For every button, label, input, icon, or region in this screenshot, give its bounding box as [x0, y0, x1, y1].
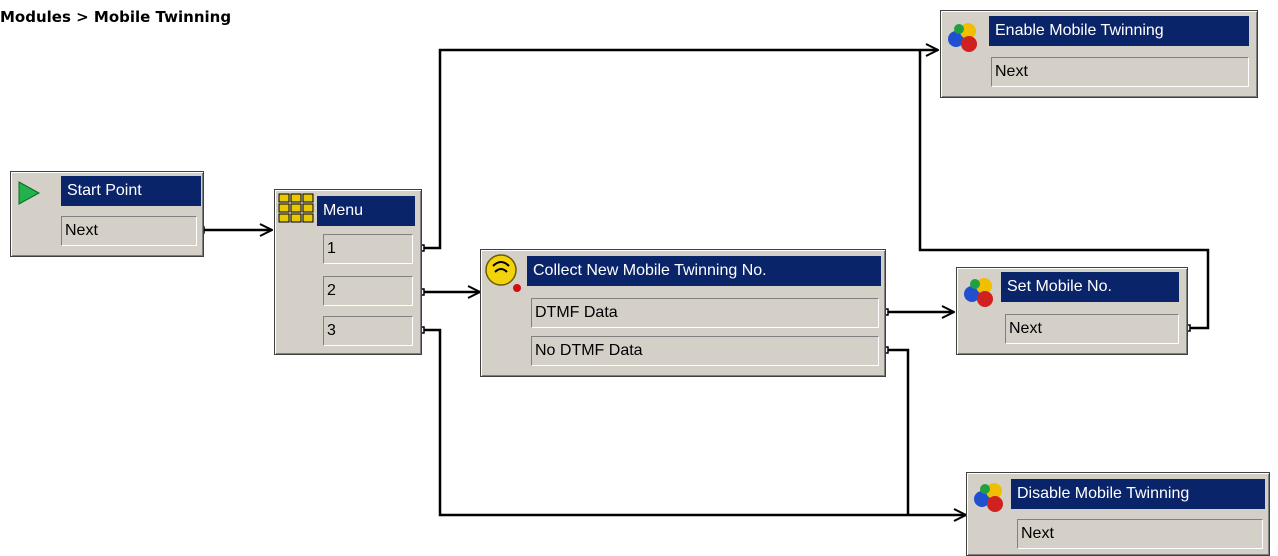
connector-nodtmf-disable	[888, 348, 910, 515]
node-menu[interactable]: Menu 1 2 3	[274, 189, 422, 355]
collect-digits-icon	[485, 254, 521, 292]
output-row[interactable]: 3	[323, 316, 413, 346]
node-title: Start Point	[61, 176, 201, 206]
output-row[interactable]: Next	[1017, 519, 1263, 549]
output-row[interactable]: 1	[323, 234, 413, 264]
output-row[interactable]: No DTMF Data	[531, 336, 879, 366]
output-row[interactable]: Next	[61, 216, 197, 246]
node-collect-digits[interactable]: Collect New Mobile Twinning No. DTMF Dat…	[480, 249, 886, 377]
output-row[interactable]: Next	[1005, 314, 1179, 344]
node-disable-mobile-twinning[interactable]: Disable Mobile Twinning Next	[966, 472, 1270, 556]
output-row[interactable]: DTMF Data	[531, 298, 879, 328]
node-set-mobile-no[interactable]: Set Mobile No. Next	[956, 267, 1188, 355]
node-title: Menu	[317, 196, 415, 226]
keypad-icon	[278, 193, 314, 223]
play-arrow-icon	[18, 181, 41, 205]
generic-action-icon	[974, 483, 1003, 512]
connector-menu1-enable	[424, 50, 938, 250]
node-title: Disable Mobile Twinning	[1011, 479, 1265, 509]
node-enable-mobile-twinning[interactable]: Enable Mobile Twinning Next	[940, 10, 1258, 98]
output-row[interactable]: 2	[323, 276, 413, 306]
node-title: Set Mobile No.	[1001, 272, 1179, 302]
node-title: Collect New Mobile Twinning No.	[527, 256, 881, 286]
node-title: Enable Mobile Twinning	[989, 16, 1249, 46]
connector-setmobile-enable	[918, 50, 1210, 330]
connector-menu3-disable	[424, 328, 966, 515]
node-start-point[interactable]: Start Point Next	[10, 171, 204, 257]
generic-action-icon	[964, 278, 993, 307]
breadcrumb: Modules > Mobile Twinning	[0, 8, 232, 26]
output-row[interactable]: Next	[991, 57, 1249, 87]
generic-action-icon	[948, 23, 977, 52]
